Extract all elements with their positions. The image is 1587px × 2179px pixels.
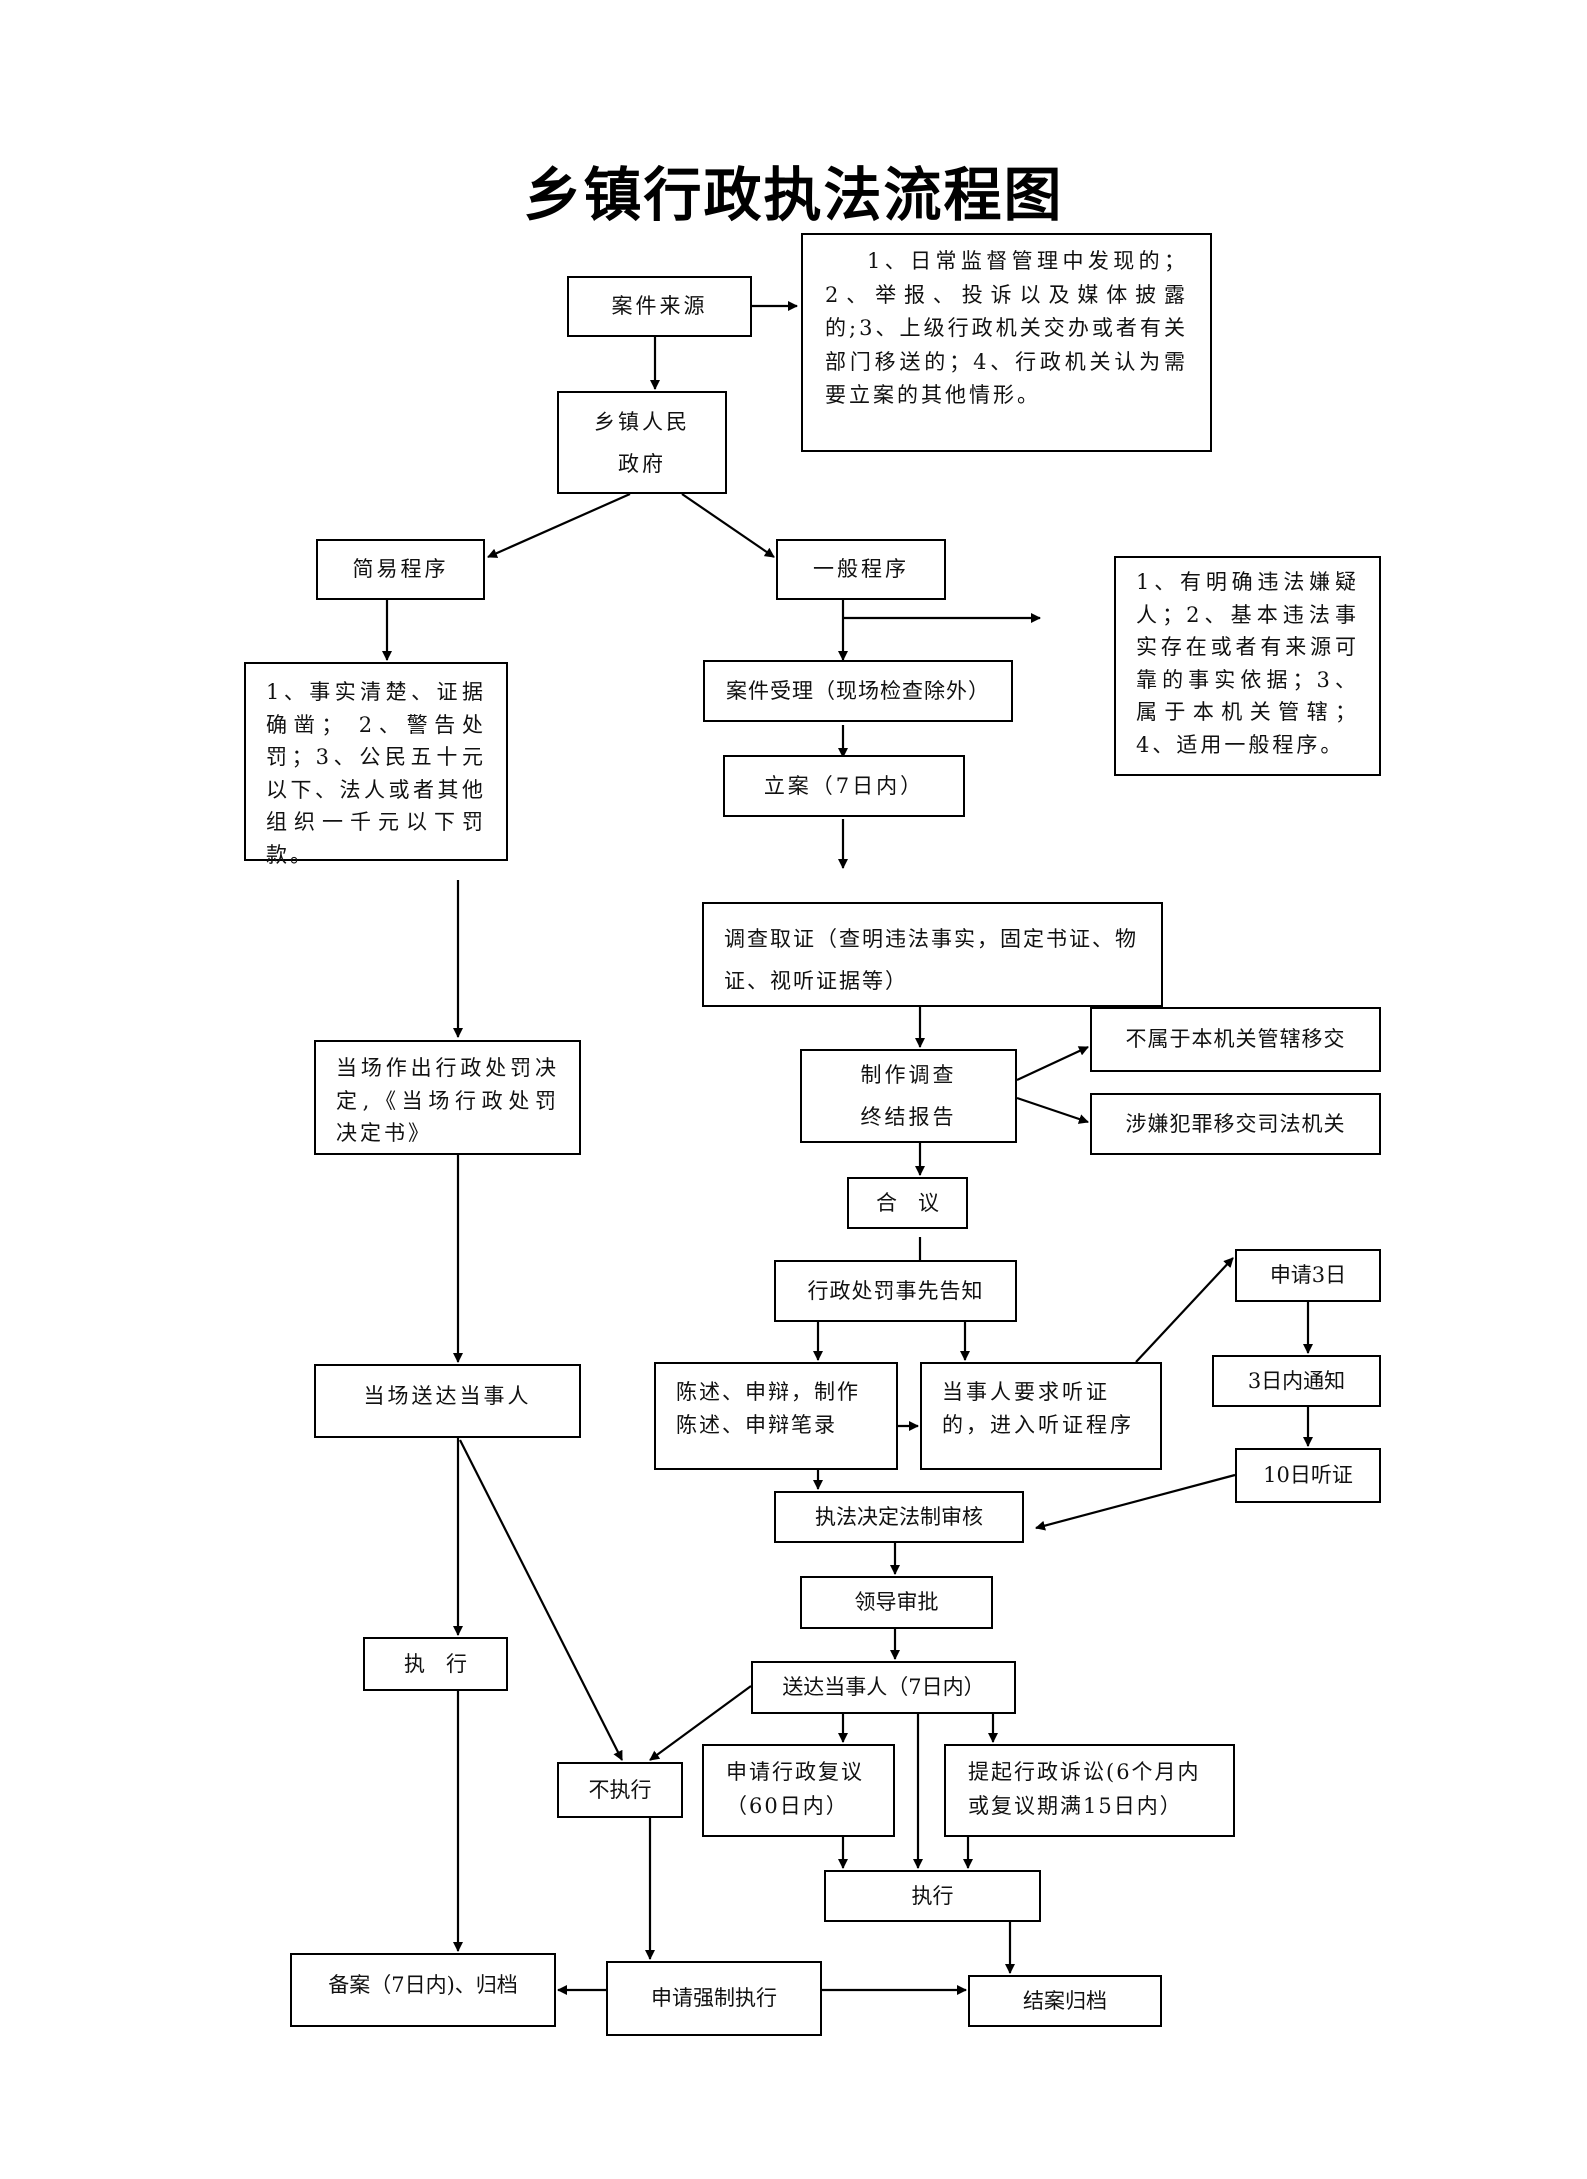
node-onsite-decision-text: 当场作出行政处罚决定,《当场行政处罚决定书》 <box>336 1056 559 1146</box>
node-admin-litigation: 提起行政诉讼(6个月内或复议期满15日内） <box>944 1744 1235 1837</box>
node-case-close-archive-label: 结案归档 <box>1023 1988 1107 2013</box>
node-general-procedure: 一般程序 <box>776 539 946 600</box>
node-notify-3-days-label: 3日内通知 <box>1247 1368 1346 1393</box>
node-admin-litigation-text: 提起行政诉讼(6个月内或复议期满15日内） <box>968 1760 1201 1818</box>
node-case-acceptance: 案件受理（现场检查除外） <box>703 660 1013 722</box>
arrow-delivery-to-not-execute <box>459 1439 623 1761</box>
arrow-hearing-to-apply <box>1135 1257 1234 1363</box>
node-case-acceptance-label: 案件受理（现场检查除外） <box>726 678 990 703</box>
node-case-filing: 立案（7日内） <box>723 755 965 817</box>
node-simple-criteria-text: 1、事实清楚、证据确凿； 2、警告处罚；3、公民五十元以下、法人或者其他组织一千… <box>266 680 486 867</box>
node-delivery-7-days-label: 送达当事人（7日内） <box>782 1675 985 1700</box>
node-leader-approval: 领导审批 <box>800 1576 993 1629</box>
page-title: 乡镇行政执法流程图 <box>523 161 1064 229</box>
node-not-jurisdiction-transfer-label: 不属于本机关管辖移交 <box>1125 1027 1346 1052</box>
node-general-procedure-label: 一般程序 <box>813 557 909 582</box>
node-admin-reconsideration-text: 申请行政复议（60日内） <box>726 1760 864 1818</box>
node-apply-3-days-label: 申请3日 <box>1269 1263 1347 1288</box>
node-onsite-delivery: 当场送达当事人 <box>314 1364 581 1438</box>
node-execute-left: 执 行 <box>363 1637 508 1691</box>
node-notify-3-days: 3日内通知 <box>1212 1355 1381 1407</box>
node-legal-review-label: 执法决定法制审核 <box>815 1504 983 1529</box>
arrow-report-to-criminal <box>1016 1096 1089 1124</box>
node-township-gov: 乡镇人民 政府 <box>557 391 727 494</box>
node-deliberation-label: 合 议 <box>876 1190 939 1215</box>
node-not-execute-label: 不执行 <box>588 1777 652 1802</box>
node-prior-notice-label: 行政处罚事先告知 <box>807 1278 984 1303</box>
node-case-filing-label: 立案（7日内） <box>763 773 925 798</box>
node-execute-center-label: 执行 <box>911 1883 954 1908</box>
node-general-criteria: 1、有明确违法嫌疑人；2、基本违法事实存在或者有来源可靠的事实依据；3、属于本机… <box>1114 556 1381 776</box>
node-investigation-report-line2: 终结报告 <box>860 1105 957 1129</box>
node-criminal-transfer-label: 涉嫌犯罪移交司法机关 <box>1125 1111 1346 1136</box>
node-criminal-transfer: 涉嫌犯罪移交司法机关 <box>1090 1093 1381 1155</box>
node-township-gov-line1: 乡镇人民 <box>594 409 690 434</box>
node-hearing-10-days: 10日听证 <box>1235 1448 1381 1503</box>
node-apply-3-days: 申请3日 <box>1235 1249 1381 1302</box>
arrow-delivery7-to-not-execute <box>649 1685 752 1761</box>
arrow-gov-to-general <box>681 493 775 558</box>
node-execute-center: 执行 <box>824 1870 1041 1922</box>
node-not-execute: 不执行 <box>557 1762 683 1818</box>
arrow-hearing10-to-review <box>1035 1473 1236 1531</box>
node-statement-defense-text: 陈述、申辩，制作陈述、申辩笔录 <box>676 1380 860 1437</box>
node-hearing-request-text: 当事人要求听证的，进入听证程序 <box>942 1380 1134 1437</box>
node-township-gov-line2: 政府 <box>618 451 666 476</box>
node-case-source-label: 案件来源 <box>611 294 708 319</box>
node-leader-approval-label: 领导审批 <box>854 1590 939 1615</box>
node-hearing-request: 当事人要求听证的，进入听证程序 <box>920 1362 1162 1470</box>
node-case-source: 案件来源 <box>567 276 752 337</box>
node-record-archive: 备案（7日内)、归档 <box>290 1953 556 2027</box>
node-investigation-report: 制作调查 终结报告 <box>800 1049 1017 1143</box>
arrow-report-to-transfer <box>1016 1046 1089 1081</box>
node-enforcement-application-label: 申请强制执行 <box>651 1986 777 2011</box>
node-onsite-delivery-label: 当场送达当事人 <box>363 1384 532 1408</box>
node-case-close-archive: 结案归档 <box>968 1975 1162 2027</box>
node-onsite-decision: 当场作出行政处罚决定,《当场行政处罚决定书》 <box>314 1040 581 1155</box>
node-simple-procedure: 简易程序 <box>316 539 485 600</box>
node-prior-notice: 行政处罚事先告知 <box>774 1260 1017 1322</box>
node-case-source-note-text: 1、日常监督管理中发现的；2、举报、投诉以及媒体披露的;3、上级行政机关交办或者… <box>825 249 1188 408</box>
node-delivery-7-days: 送达当事人（7日内） <box>751 1661 1016 1714</box>
node-simple-procedure-label: 简易程序 <box>352 557 449 582</box>
node-statement-defense: 陈述、申辩，制作陈述、申辩笔录 <box>654 1362 898 1470</box>
node-legal-review: 执法决定法制审核 <box>774 1491 1024 1543</box>
node-investigation: 调查取证（查明违法事实，固定书证、物证、视听证据等） <box>702 902 1163 1007</box>
arrow-gov-to-simple <box>487 492 631 559</box>
node-not-jurisdiction-transfer: 不属于本机关管辖移交 <box>1090 1007 1381 1072</box>
node-record-archive-label: 备案（7日内)、归档 <box>328 1973 518 1997</box>
node-investigation-report-line1: 制作调查 <box>860 1063 957 1087</box>
node-general-criteria-text: 1、有明确违法嫌疑人；2、基本违法事实存在或者有来源可靠的事实依据；3、属于本机… <box>1136 570 1359 757</box>
node-deliberation: 合 议 <box>847 1177 968 1229</box>
node-case-source-note: 1、日常监督管理中发现的；2、举报、投诉以及媒体披露的;3、上级行政机关交办或者… <box>801 233 1212 452</box>
node-execute-left-label: 执 行 <box>404 1651 467 1676</box>
node-simple-criteria: 1、事实清楚、证据确凿； 2、警告处罚；3、公民五十元以下、法人或者其他组织一千… <box>244 662 508 867</box>
node-investigation-text: 调查取证（查明违法事实，固定书证、物证、视听证据等） <box>724 927 1138 993</box>
node-admin-reconsideration: 申请行政复议（60日内） <box>702 1744 895 1837</box>
node-hearing-10-days-label: 10日听证 <box>1263 1463 1353 1488</box>
node-enforcement-application: 申请强制执行 <box>606 1961 822 2036</box>
